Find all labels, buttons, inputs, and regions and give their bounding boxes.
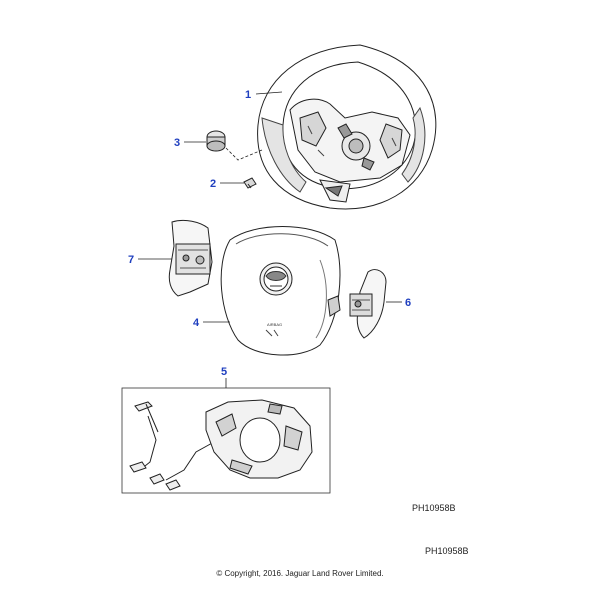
- inner-reference-code: PH10958B: [412, 503, 456, 513]
- airbag-label: AIRBAG: [267, 322, 282, 327]
- copyright-notice: © Copyright, 2016. Jaguar Land Rover Lim…: [216, 569, 384, 578]
- callout-7: 7: [128, 254, 134, 266]
- callout-2: 2: [210, 178, 216, 190]
- callout-1: 1: [245, 89, 251, 101]
- airbag-module[interactable]: [220, 226, 341, 356]
- callout-3: 3: [174, 137, 180, 149]
- steering-wheel[interactable]: [257, 44, 437, 210]
- left-paddle-switch[interactable]: [168, 219, 213, 297]
- part-3-fixing[interactable]: [206, 130, 226, 152]
- part-3-leader-dashed: [225, 147, 263, 161]
- outer-reference-code: PH10958B: [425, 546, 469, 556]
- callout-5: 5: [221, 366, 227, 378]
- mounting-frame[interactable]: [205, 399, 313, 479]
- callout-6: 6: [405, 297, 411, 309]
- right-paddle-switch[interactable]: [349, 269, 387, 339]
- part-2-screw[interactable]: [243, 177, 257, 189]
- callout-4: 4: [193, 317, 200, 329]
- leader-lines: [138, 91, 402, 388]
